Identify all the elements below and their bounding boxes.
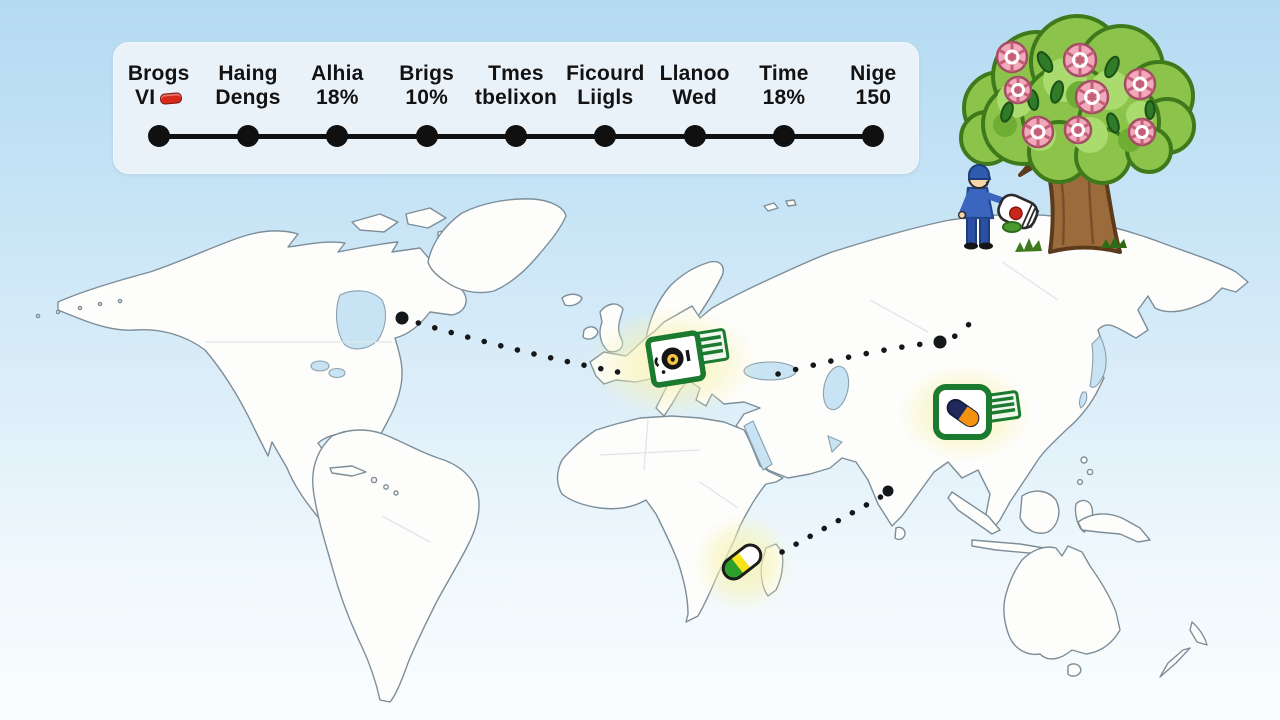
timeline-node-dot	[415, 125, 438, 147]
milestone: Llanoo Wed	[650, 43, 739, 173]
southeast-asia-islands	[947, 456, 1151, 555]
person-arm	[959, 191, 974, 216]
japan	[1078, 391, 1088, 409]
milestone: Brigs 10%	[382, 43, 471, 173]
timeline-card: Brogs VI Haing Dengs Alhia 18% Brigs 10%…	[113, 42, 919, 174]
timeline-node-dot	[147, 125, 170, 147]
timeline-node-dot	[772, 125, 795, 147]
route-bold-dot	[933, 335, 947, 349]
milestone-sublabel: 18%	[762, 85, 806, 109]
route-origin-dot	[395, 311, 409, 325]
tree-with-pink-flowers	[959, 14, 1196, 254]
continent-africa	[556, 415, 784, 623]
timeline-node-dot	[236, 125, 259, 147]
tasmania	[1067, 663, 1082, 677]
milestone-sublabel: VI	[114, 86, 203, 110]
timeline-node-dot	[594, 125, 617, 147]
continent-south-america	[312, 429, 480, 703]
country-borders	[206, 261, 1059, 543]
milestone-sublabel: 10%	[405, 85, 448, 109]
milestone-label: Brogs	[127, 62, 190, 85]
aleutian-islands	[35, 298, 123, 319]
milestone: Ficourd Liigls	[561, 43, 650, 173]
iceland	[561, 293, 583, 307]
person-shoe	[979, 242, 993, 250]
red-pill-icon	[159, 91, 183, 105]
grass-tuft	[1101, 236, 1127, 248]
worker-pouring-jar	[957, 164, 1040, 250]
person-cap	[968, 164, 992, 180]
australia	[1003, 545, 1121, 660]
greenland	[427, 198, 567, 294]
milestone-label: Nige	[850, 62, 897, 85]
inland-waters	[310, 290, 1107, 471]
hudson-bay	[335, 290, 387, 350]
red-sea	[743, 420, 773, 471]
jar-red-label	[1008, 206, 1023, 221]
caribbean-islands	[329, 465, 399, 496]
milestone-sublabel: Liigls	[577, 85, 634, 109]
japan	[1089, 335, 1107, 388]
sri-lanka	[894, 526, 906, 541]
milestone-sublabel: tbelixon	[474, 85, 558, 109]
timeline-node-dot	[683, 125, 706, 147]
timeline-node-dot	[504, 125, 527, 147]
milestone-sublabel: Dengs	[215, 85, 281, 109]
route-transatlantic	[399, 315, 631, 377]
milestone: Nige 150	[829, 43, 918, 173]
milestone-label: Llanoo	[659, 62, 730, 85]
continent-eurasia	[589, 213, 1249, 531]
capsule-icon	[946, 398, 980, 428]
milestone: Alhia 18%	[293, 43, 382, 173]
europe-certificate-card	[645, 328, 730, 388]
africa-capsule	[721, 543, 763, 581]
small-islands	[763, 199, 797, 212]
person-leg	[979, 216, 990, 246]
timeline-node-dot	[326, 125, 349, 147]
ireland	[582, 326, 599, 340]
milestone-label: Time	[759, 62, 809, 85]
route-end-dot	[882, 485, 894, 497]
persian-gulf	[827, 435, 843, 454]
person-leg	[966, 216, 977, 246]
milestone-label: Ficourd	[566, 62, 645, 85]
new-zealand	[1159, 621, 1208, 678]
timeline-node-dot	[862, 125, 885, 147]
milestone: Tmes tbelixon	[471, 43, 560, 173]
caspian-sea	[822, 365, 850, 411]
milestone-sublabel: 150	[855, 85, 892, 109]
milestone-label: Alhia	[311, 62, 364, 85]
milestone-sublabel: 18%	[316, 85, 359, 109]
asia-capsule-card	[933, 384, 1022, 440]
person-hand	[957, 210, 967, 220]
tree-flowers	[995, 40, 1157, 149]
milestone-label: Haing	[218, 62, 278, 85]
grass-tuft	[1015, 238, 1042, 252]
milestone: Time 18%	[739, 43, 828, 173]
ground-leaf	[1002, 221, 1022, 233]
great-lake	[310, 360, 330, 372]
great-lake	[328, 367, 346, 379]
milestone: Brogs VI	[114, 43, 203, 173]
tree-leaves	[1000, 51, 1156, 134]
route-indian-ocean	[779, 491, 889, 555]
milestone-label: Tmes	[488, 62, 544, 85]
milestone-sublabel: Wed	[672, 85, 717, 109]
person-shoe	[964, 242, 978, 250]
route-eurasia	[775, 307, 979, 377]
milestone-label: Brigs	[399, 62, 454, 85]
seal-icon	[654, 347, 691, 374]
milestone: Haing Dengs	[203, 43, 292, 173]
